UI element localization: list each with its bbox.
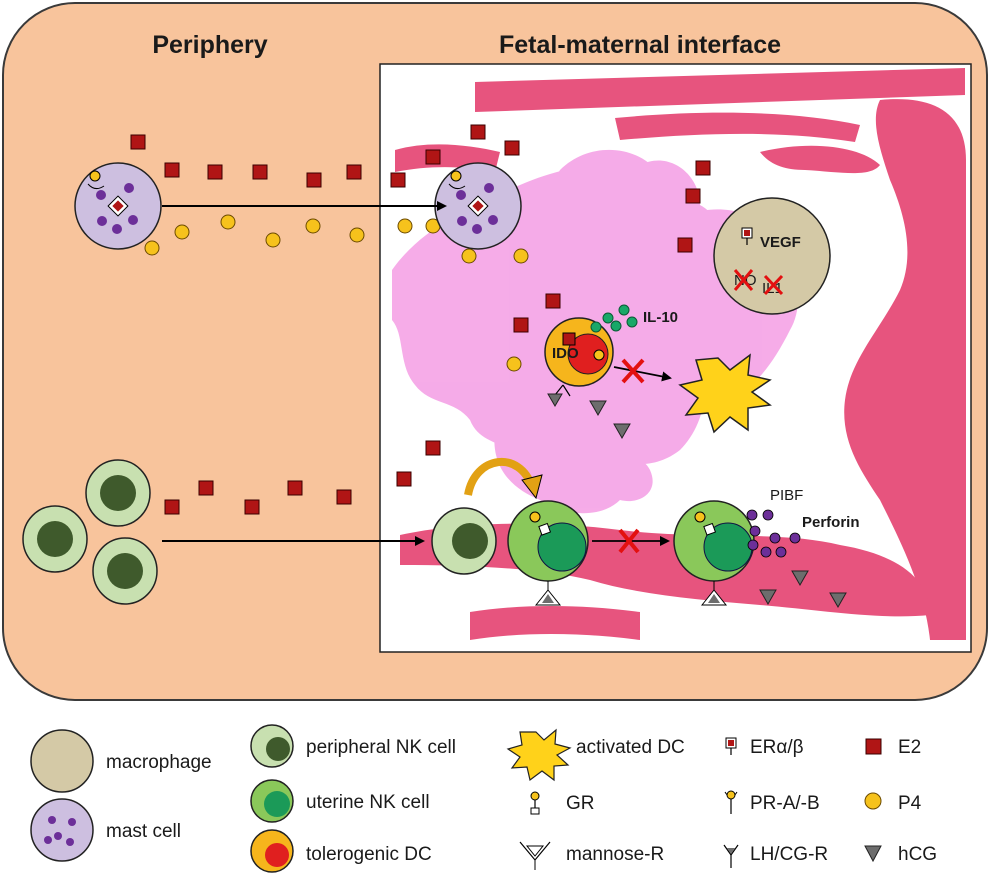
legend-mannose-r: mannose-R bbox=[519, 841, 664, 870]
legend: macrophage mast cell peripheral NK cell … bbox=[30, 724, 937, 873]
unk-activation-block bbox=[618, 528, 640, 554]
legend-gr: GR bbox=[530, 791, 595, 815]
periphery-heading: Periphery bbox=[152, 31, 267, 59]
svg-text:LH/CG-R: LH/CG-R bbox=[750, 844, 828, 865]
legend-e2: E2 bbox=[865, 737, 921, 758]
svg-text:E2: E2 bbox=[898, 737, 921, 758]
svg-text:hCG: hCG bbox=[898, 844, 937, 865]
macrophage-interface: VEGF NO IL1 bbox=[713, 197, 831, 315]
svg-text:macrophage: macrophage bbox=[106, 752, 212, 773]
uterine-nk-cell-left bbox=[507, 500, 589, 606]
ido-label: IDO bbox=[552, 345, 579, 362]
svg-text:GR: GR bbox=[566, 793, 595, 814]
il10-molecules bbox=[590, 304, 638, 333]
peripheral-nk-cell-interface bbox=[431, 507, 497, 575]
svg-text:mast cell: mast cell bbox=[106, 821, 181, 842]
svg-text:tolerogenic DC: tolerogenic DC bbox=[306, 844, 432, 865]
peripheral-nk-cells bbox=[22, 459, 158, 605]
legend-p4: P4 bbox=[864, 792, 922, 814]
activated-dc-interface bbox=[678, 353, 772, 434]
legend-uterine-nk: uterine NK cell bbox=[250, 779, 430, 823]
legend-activated-dc: activated DC bbox=[506, 728, 685, 782]
legend-mast-cell: mast cell bbox=[30, 798, 181, 862]
svg-text:uterine NK cell: uterine NK cell bbox=[306, 792, 430, 813]
uterine-nk-cell-right bbox=[673, 500, 755, 606]
legend-hcg: hCG bbox=[864, 844, 937, 865]
legend-pr: PR-A/-B bbox=[724, 790, 820, 814]
nk-conversion-arrow bbox=[464, 458, 536, 496]
svg-text:P4: P4 bbox=[898, 793, 922, 814]
legend-lhcg-r: LH/CG-R bbox=[723, 844, 828, 868]
legend-tolerogenic-dc: tolerogenic DC bbox=[250, 829, 432, 873]
perforin-granules bbox=[746, 509, 801, 558]
pibf-label: PIBF bbox=[770, 487, 803, 504]
svg-text:activated DC: activated DC bbox=[576, 737, 685, 758]
vegf-label: VEGF bbox=[760, 234, 801, 251]
tolerogenic-dc-interface: IDO bbox=[544, 317, 614, 407]
dc-activation-arrow bbox=[613, 366, 672, 382]
interface-heading: Fetal-maternal interface bbox=[499, 31, 781, 59]
dc-activation-block bbox=[621, 358, 645, 384]
legend-macrophage: macrophage bbox=[30, 729, 212, 793]
svg-text:mannose-R: mannose-R bbox=[566, 844, 664, 865]
il10-label: IL-10 bbox=[643, 309, 678, 326]
perforin-label: Perforin bbox=[802, 514, 860, 531]
svg-text:peripheral NK cell: peripheral NK cell bbox=[306, 737, 456, 758]
mast-cell-periphery bbox=[74, 162, 162, 250]
svg-text:PR-A/-B: PR-A/-B bbox=[750, 793, 820, 814]
legend-er: ERα/β bbox=[725, 737, 804, 758]
mast-cell-interface bbox=[434, 162, 522, 250]
legend-peripheral-nk: peripheral NK cell bbox=[250, 724, 456, 768]
svg-text:ERα/β: ERα/β bbox=[750, 737, 804, 758]
